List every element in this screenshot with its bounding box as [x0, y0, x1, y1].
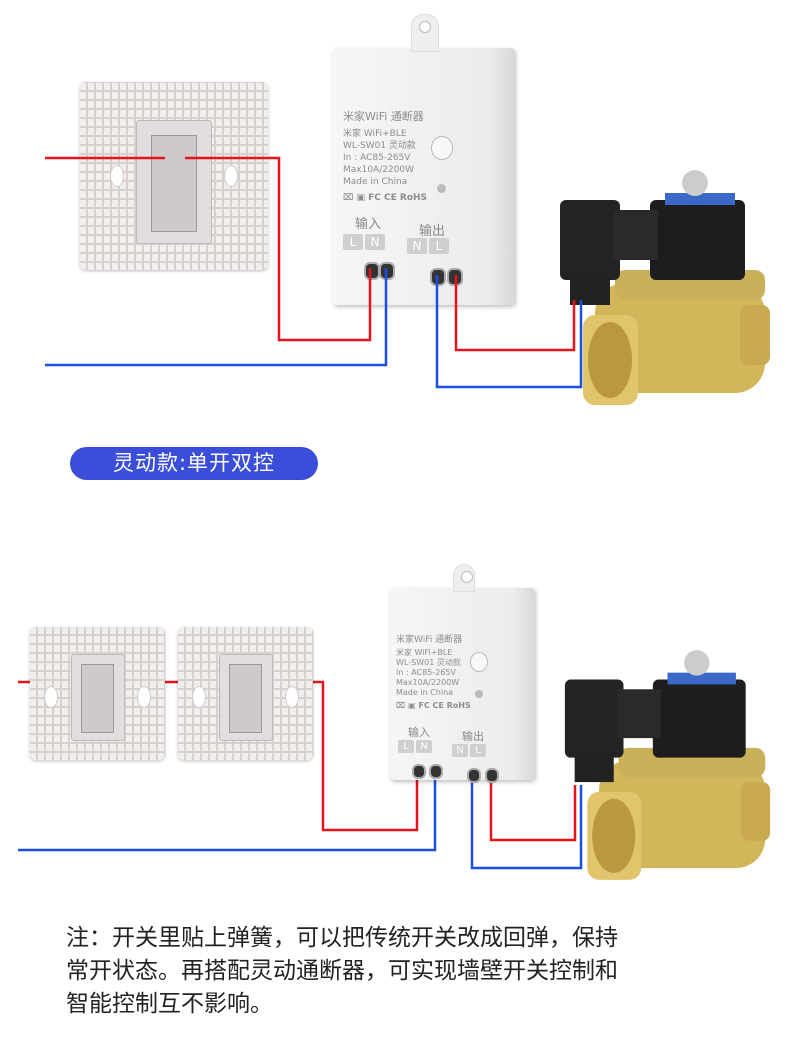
neutral-wire — [470, 782, 583, 870]
module-spec: Made in China — [343, 177, 408, 187]
input-label: 输入 — [408, 726, 430, 739]
note-text: 注：开关里贴上弹簧，可以把传统开关改成回弹，保持 常开状态。再搭配灵动通断器，可… — [66, 922, 746, 1021]
solenoid-valve — [560, 170, 770, 405]
terminal-N-in: N — [365, 234, 385, 250]
output-label: 输出 — [419, 224, 446, 239]
pair-button[interactable] — [431, 136, 453, 160]
neutral-wire — [435, 275, 583, 389]
neutral-wire — [45, 268, 388, 367]
wall-switch — [30, 627, 165, 760]
neutral-wire — [18, 775, 437, 852]
note-line: 注：开关里贴上弹簧，可以把传统开关改成回弹，保持 — [66, 925, 618, 951]
cert-marks: ⌧ ▣ FC CE RoHS — [343, 193, 428, 203]
solenoid-valve — [564, 650, 771, 880]
terminal-N-out: N — [407, 238, 427, 254]
input-label: 输入 — [355, 217, 382, 232]
mounting-tab — [411, 14, 439, 52]
module-title: 米家WiFi 通断器 — [343, 110, 424, 123]
terminal-L-out: L — [470, 744, 486, 757]
status-led — [437, 184, 446, 193]
wall-switch — [80, 82, 268, 270]
live-wire — [454, 275, 576, 352]
module-spec: 米家 WiFi+BLE — [343, 129, 407, 139]
note-line: 智能控制互不影响。 — [66, 991, 273, 1017]
mounting-tab — [452, 564, 475, 592]
module-spec: WL-SW01 灵动款 — [396, 658, 461, 667]
terminal-L-in: L — [398, 740, 414, 753]
module-spec: Max10A/2200W — [343, 165, 415, 175]
live-wire — [185, 156, 372, 342]
terminal-N-out: N — [452, 744, 468, 757]
module-spec: 米家 WiFi+BLE — [396, 648, 453, 657]
section-badge: 灵动款:单开双控 — [70, 447, 318, 480]
terminal-N-in: N — [416, 740, 432, 753]
terminal-L-out: L — [429, 238, 449, 254]
terminal-L-in: L — [343, 234, 363, 250]
live-wire — [489, 782, 577, 842]
module-spec: WL-SW01 灵动款 — [343, 141, 416, 151]
module-spec: In : AC85-265V — [343, 153, 411, 163]
note-line: 常开状态。再搭配灵动通断器，可实现墙壁开关控制和 — [66, 958, 618, 984]
smart-breaker-module: 米家WiFi 通断器 米家 WiFi+BLE WL-SW01 灵动款 In : … — [390, 564, 535, 783]
output-label: 输出 — [462, 730, 484, 743]
module-title: 米家WiFi 通断器 — [396, 635, 463, 645]
smart-breaker-module: 米家WiFi 通断器 米家 WiFi+BLE WL-SW01 灵动款 In : … — [333, 14, 515, 305]
wall-switch — [178, 627, 313, 760]
module-spec: Max10A/2200W — [396, 678, 460, 687]
module-spec: Made in China — [396, 688, 454, 697]
pair-button[interactable] — [470, 652, 488, 672]
cert-marks: ⌧ ▣ FC CE RoHS — [396, 701, 471, 710]
module-spec: In : AC85-265V — [396, 668, 456, 677]
status-led — [475, 690, 483, 698]
